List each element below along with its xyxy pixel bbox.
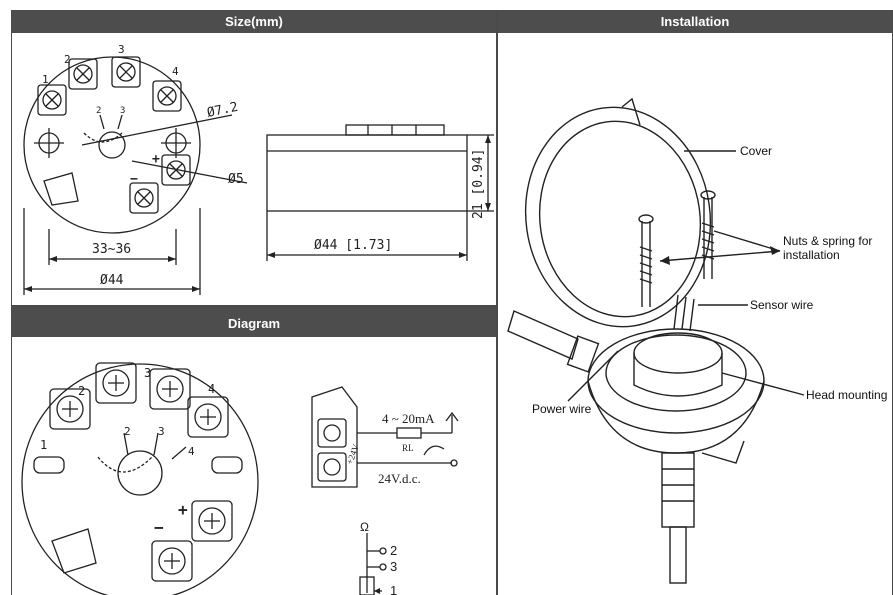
load-resistor (396, 427, 422, 439)
size-inner-3-label: 3 (120, 106, 125, 116)
supply-voltage-label: 24V.d.c. (378, 471, 421, 486)
diagram-drawing: 1 2 3 4 2 3 4 + − 4 ~ 20mA RL +24V 24V.d… (21, 362, 459, 595)
size-terminal-minus (129, 182, 159, 214)
diagram-inner-2-label: 2 (124, 425, 131, 438)
diagram-terminal-4 (187, 396, 229, 438)
size-terminal-2 (68, 58, 98, 90)
housing-base (587, 328, 765, 434)
head-mounting-callout: Head mounting (806, 388, 887, 402)
size-terminal-3 (111, 56, 141, 88)
diagram-panel-title: Diagram (12, 307, 496, 337)
supply-polarity-label: +24V (344, 442, 361, 465)
size-terminal-plus (161, 154, 191, 186)
diagram-plus-label: + (178, 500, 188, 519)
diagram-disc-outline (21, 363, 259, 595)
size-inner-2-label: 2 (96, 106, 101, 116)
size-panel-title: Size(mm) (12, 11, 496, 33)
diagram-slot-1-label: 1 (40, 438, 47, 452)
size-minus-label: − (130, 172, 138, 187)
size-usb-pad (43, 172, 79, 206)
diagram-slot-4-label: 4 (208, 382, 215, 396)
power-wire-callout: Power wire (532, 402, 592, 416)
sensor-wire-callout: Sensor wire (750, 298, 814, 312)
current-range-label: 4 ~ 20mA (382, 411, 435, 426)
rtd-element (359, 576, 375, 595)
diagram-terminal-1 (49, 388, 91, 430)
diagram-center-hole (117, 450, 163, 496)
diagram-slot-3-label: 3 (144, 366, 151, 380)
size-span-label: 33~36 (92, 242, 131, 257)
cable-gland (507, 310, 579, 360)
installation-panel-title: Installation (498, 11, 892, 33)
size-terminal-4 (152, 80, 182, 112)
size-disc-outline (23, 56, 201, 234)
diagram-terminal-plus (191, 500, 233, 542)
installation-drawing: Cover Nuts & spring for installation Sen… (507, 97, 887, 584)
size-dia-hole-label: Ø7.2 (206, 100, 240, 121)
nuts-callout-line2: installation (783, 248, 840, 262)
diagram-inner-4-label: 4 (188, 445, 195, 458)
size-center-hole (98, 131, 126, 159)
diagram-panel: Diagram (11, 306, 497, 595)
size-outer-dia-label: Ø44 (100, 273, 124, 288)
rtd-pin-2-label: 2 (390, 543, 397, 558)
size-height-dim-label: 21 [0.94] (471, 149, 486, 219)
diagram-terminal-2 (95, 362, 137, 404)
installation-panel: Installation (497, 10, 893, 595)
size-dia-small-label: Ø5 (228, 172, 244, 187)
installation-screw-left (638, 214, 654, 307)
size-width-dim-label: Ø44 [1.73] (314, 238, 392, 253)
transmitter-head (633, 332, 723, 374)
installation-screw-right (700, 190, 716, 279)
load-resistor-label: RL (402, 443, 414, 453)
size-slot-2-label: 2 (64, 53, 71, 66)
size-panel: Size(mm) (11, 10, 497, 306)
size-plus-label: + (152, 152, 160, 167)
size-slot-4-label: 4 (172, 65, 179, 78)
rtd-pin-1-label: 1 (390, 583, 397, 595)
wiring-terminal-block (311, 386, 358, 488)
rtd-pin-3-label: 3 (390, 559, 397, 574)
rtd-ohm-label: Ω (360, 520, 369, 534)
diagram-minus-label: − (154, 518, 164, 537)
size-slot-1-label: 1 (42, 73, 49, 86)
side-view-body (266, 134, 468, 212)
nuts-callout-line1: Nuts & spring for (783, 234, 872, 248)
sensor-wire (673, 294, 695, 332)
diagram-slot-2-label: 2 (78, 384, 85, 398)
cover-callout: Cover (740, 144, 772, 158)
size-terminal-1 (37, 84, 67, 116)
size-slot-3-label: 3 (118, 43, 125, 56)
housing-cover (524, 106, 712, 328)
thermowell-pipe (661, 452, 695, 528)
diagram-usb-pad (51, 528, 97, 574)
diagram-terminal-minus (151, 540, 193, 582)
diagram-terminal-3 (149, 368, 191, 410)
diagram-inner-3-label: 3 (158, 425, 165, 438)
size-drawing: 1 2 3 4 2 3 + − Ø7.2 Ø5 33~36 Ø44 Ø44 [1… (23, 43, 494, 295)
